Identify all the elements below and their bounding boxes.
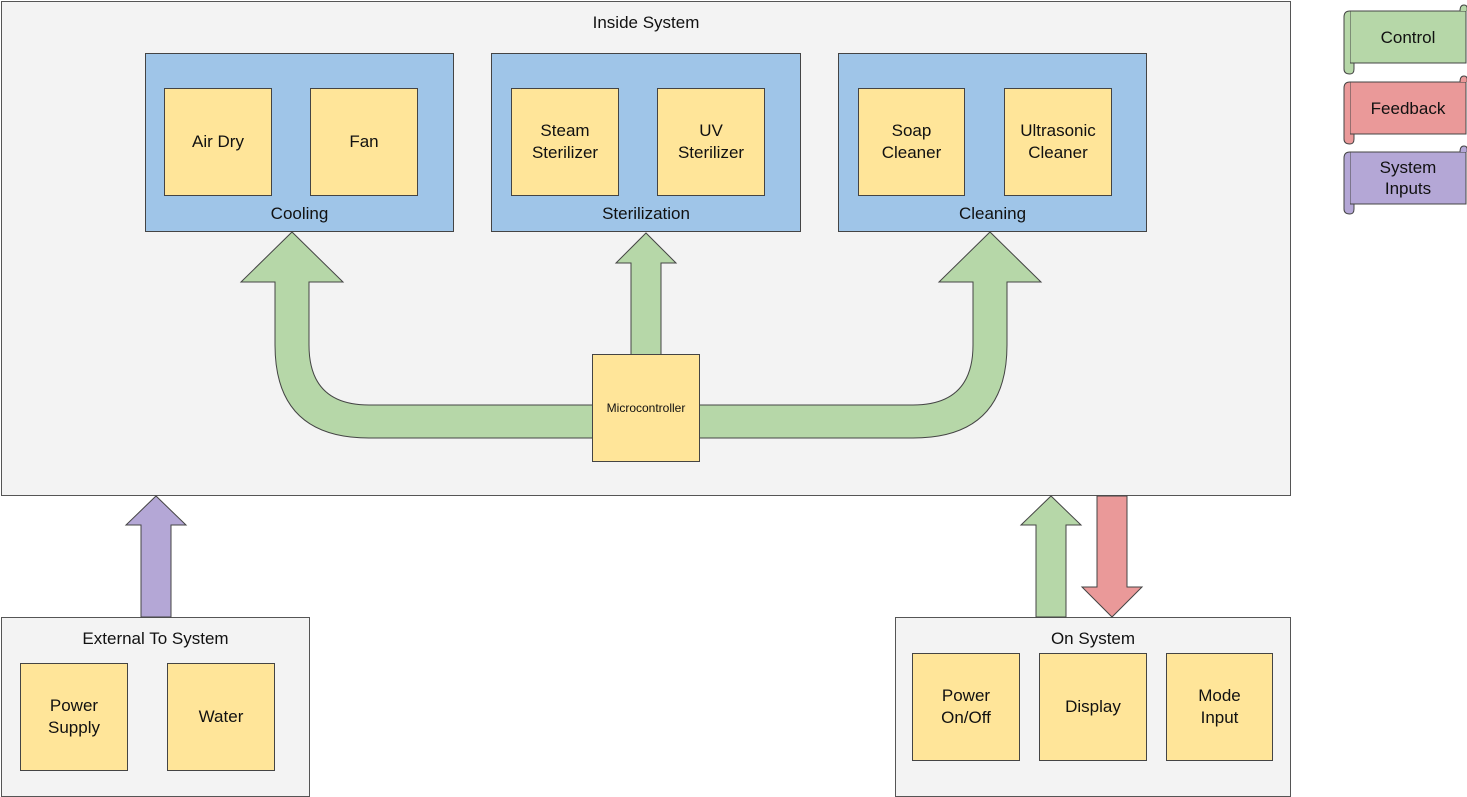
control-arrow-to-cooling-and-cleaning xyxy=(239,231,1043,439)
external-title: External To System xyxy=(82,629,229,648)
legend-control-label: Control xyxy=(1380,27,1436,47)
sterilization-title: Sterilization xyxy=(602,204,690,223)
legend-feedback-label: Feedback xyxy=(1370,98,1446,118)
on-system-title: On System xyxy=(1050,629,1136,648)
feedback-arrow xyxy=(1080,495,1144,618)
legend-control-scroll xyxy=(1343,4,1467,75)
fan-node: Fan xyxy=(310,88,418,196)
control-arrow-to-sterilization xyxy=(614,232,678,356)
display-node: Display xyxy=(1039,653,1147,761)
cleaning-title: Cleaning xyxy=(958,204,1027,223)
inside-system-title: Inside System xyxy=(592,13,700,32)
legend-system-inputs-scroll xyxy=(1343,145,1467,215)
cooling-title: Cooling xyxy=(270,204,329,223)
control-arrow-from-on-system xyxy=(1019,495,1083,618)
microcontroller-node: Microcontroller xyxy=(592,354,700,462)
legend-feedback-scroll xyxy=(1343,75,1467,145)
system-input-arrow xyxy=(124,495,188,618)
water-node: Water xyxy=(167,663,275,771)
air-dry-node: Air Dry xyxy=(164,88,272,196)
